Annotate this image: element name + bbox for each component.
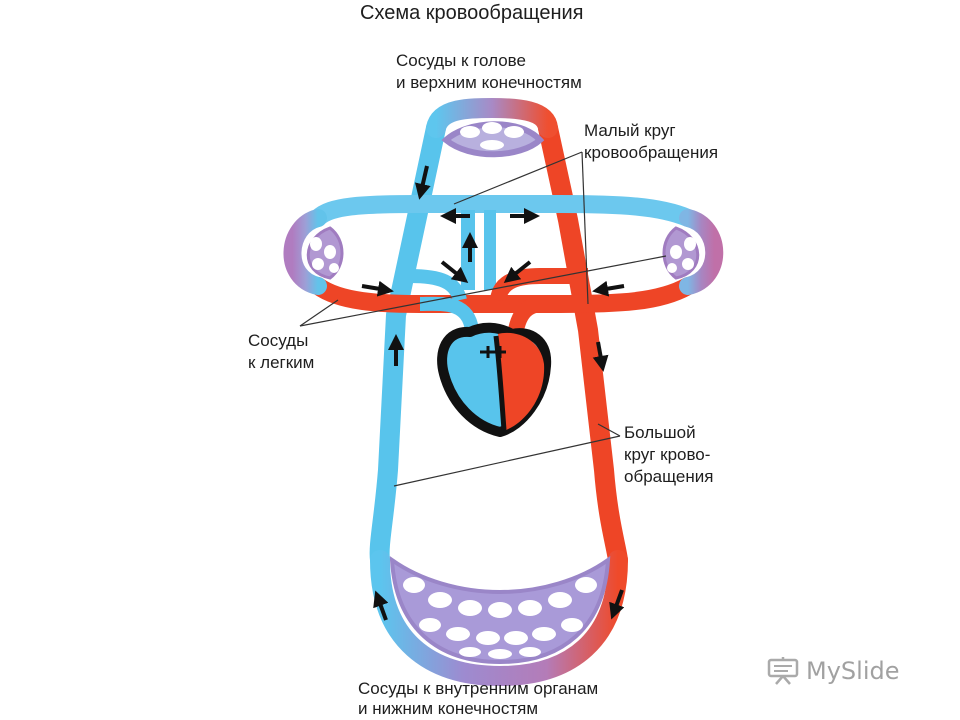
organ-capillaries — [389, 555, 611, 665]
flow-arrows — [361, 165, 625, 621]
pulmonary-artery-vessel — [309, 195, 697, 227]
organ-vessel-loop — [370, 550, 628, 687]
aorta-vessel — [538, 118, 628, 570]
organ-vessels-label-line1: Сосуды к внутренним органам — [358, 679, 599, 698]
head-vessels-label-line1: Сосуды к голове — [396, 51, 526, 70]
systemic-circle-label-line3: обращения — [624, 467, 714, 486]
arrow-lung-left-in — [361, 280, 394, 297]
pulmonary-circle-label-line1: Малый круг — [584, 121, 676, 140]
lung-vessels-label-line2: к легким — [248, 353, 315, 372]
organ-vessels-label-line2: и нижним конечностям — [358, 699, 539, 718]
diagram-title: Схема кровообращения — [360, 2, 584, 24]
lung-vessels-label-line1: Сосуды — [248, 331, 309, 350]
vena-cava-vessel — [369, 118, 446, 570]
presentation-icon — [767, 657, 799, 685]
arrow-lung-right-in — [592, 280, 625, 297]
arrow-bottom-right-down — [609, 589, 625, 620]
arrow-head-down — [415, 165, 431, 200]
watermark: MySlide — [766, 656, 899, 686]
head-capillaries — [441, 121, 545, 158]
watermark-text: MySlide — [806, 657, 900, 685]
head-vessels-label-line2: и верхним конечностям — [396, 73, 582, 92]
left-lung-capillaries — [306, 226, 344, 280]
right-lung-capillaries — [662, 226, 700, 280]
head-vessel-loop — [426, 97, 558, 138]
leader-lines — [299, 151, 667, 487]
systemic-circle-label-line1: Большой — [624, 423, 696, 442]
arrow-right-diag — [503, 260, 532, 283]
systemic-circle-label-line2: круг крово- — [624, 445, 711, 464]
pulmonary-circle-label-line2: кровообращения — [584, 143, 719, 162]
arrow-bottom-left-up — [373, 590, 389, 621]
arrow-aorta-down — [592, 341, 609, 372]
systemic-circle — [369, 97, 628, 687]
arrow-left-diag — [440, 260, 469, 283]
heart — [437, 322, 552, 437]
